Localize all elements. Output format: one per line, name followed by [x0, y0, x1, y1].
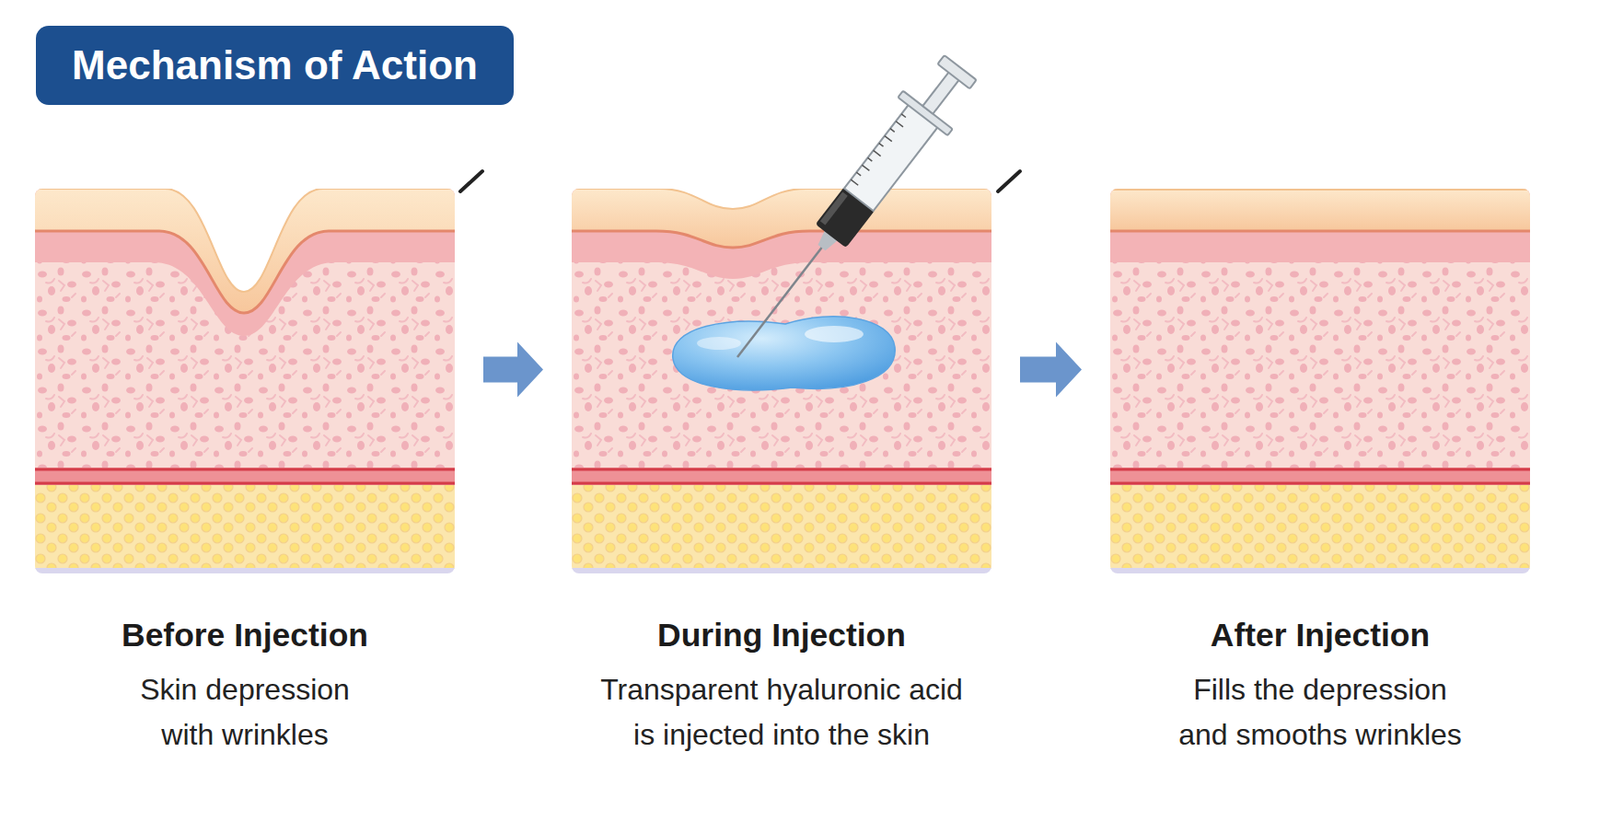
skin-panel: After InjectionFills the depression and … [1110, 188, 1531, 574]
title-banner: Mechanism of Action [35, 25, 514, 105]
block-arrow [1020, 342, 1082, 398]
panel-caption: During InjectionTransparent hyaluronic a… [534, 614, 1029, 758]
step-heading: Before Injection [0, 614, 492, 656]
panel-caption: After InjectionFills the depression and … [1073, 614, 1567, 758]
step-description: Skin depression with wrinkles [120, 667, 370, 758]
block-arrow [483, 342, 544, 398]
skin-during [571, 186, 992, 574]
skin-after [1110, 188, 1531, 574]
step-heading: During Injection [534, 614, 1029, 656]
corner-mark [997, 171, 1021, 192]
filler-gel [672, 316, 895, 391]
title-text: Mechanism of Action [71, 41, 478, 90]
panel-caption: Before InjectionSkin depression with wri… [0, 614, 492, 758]
syringe [712, 48, 986, 377]
skin-panel: During InjectionTransparent hyaluronic a… [571, 188, 992, 574]
corner-mark [460, 171, 483, 192]
step-description: Fills the depression and smooths wrinkle… [1172, 667, 1468, 758]
skin-panel: Before InjectionSkin depression with wri… [34, 188, 455, 574]
wrinkle [34, 188, 455, 292]
step-heading: After Injection [1073, 614, 1567, 656]
step-description: Transparent hyaluronic acid is injected … [592, 667, 971, 758]
skin-before [34, 186, 455, 574]
